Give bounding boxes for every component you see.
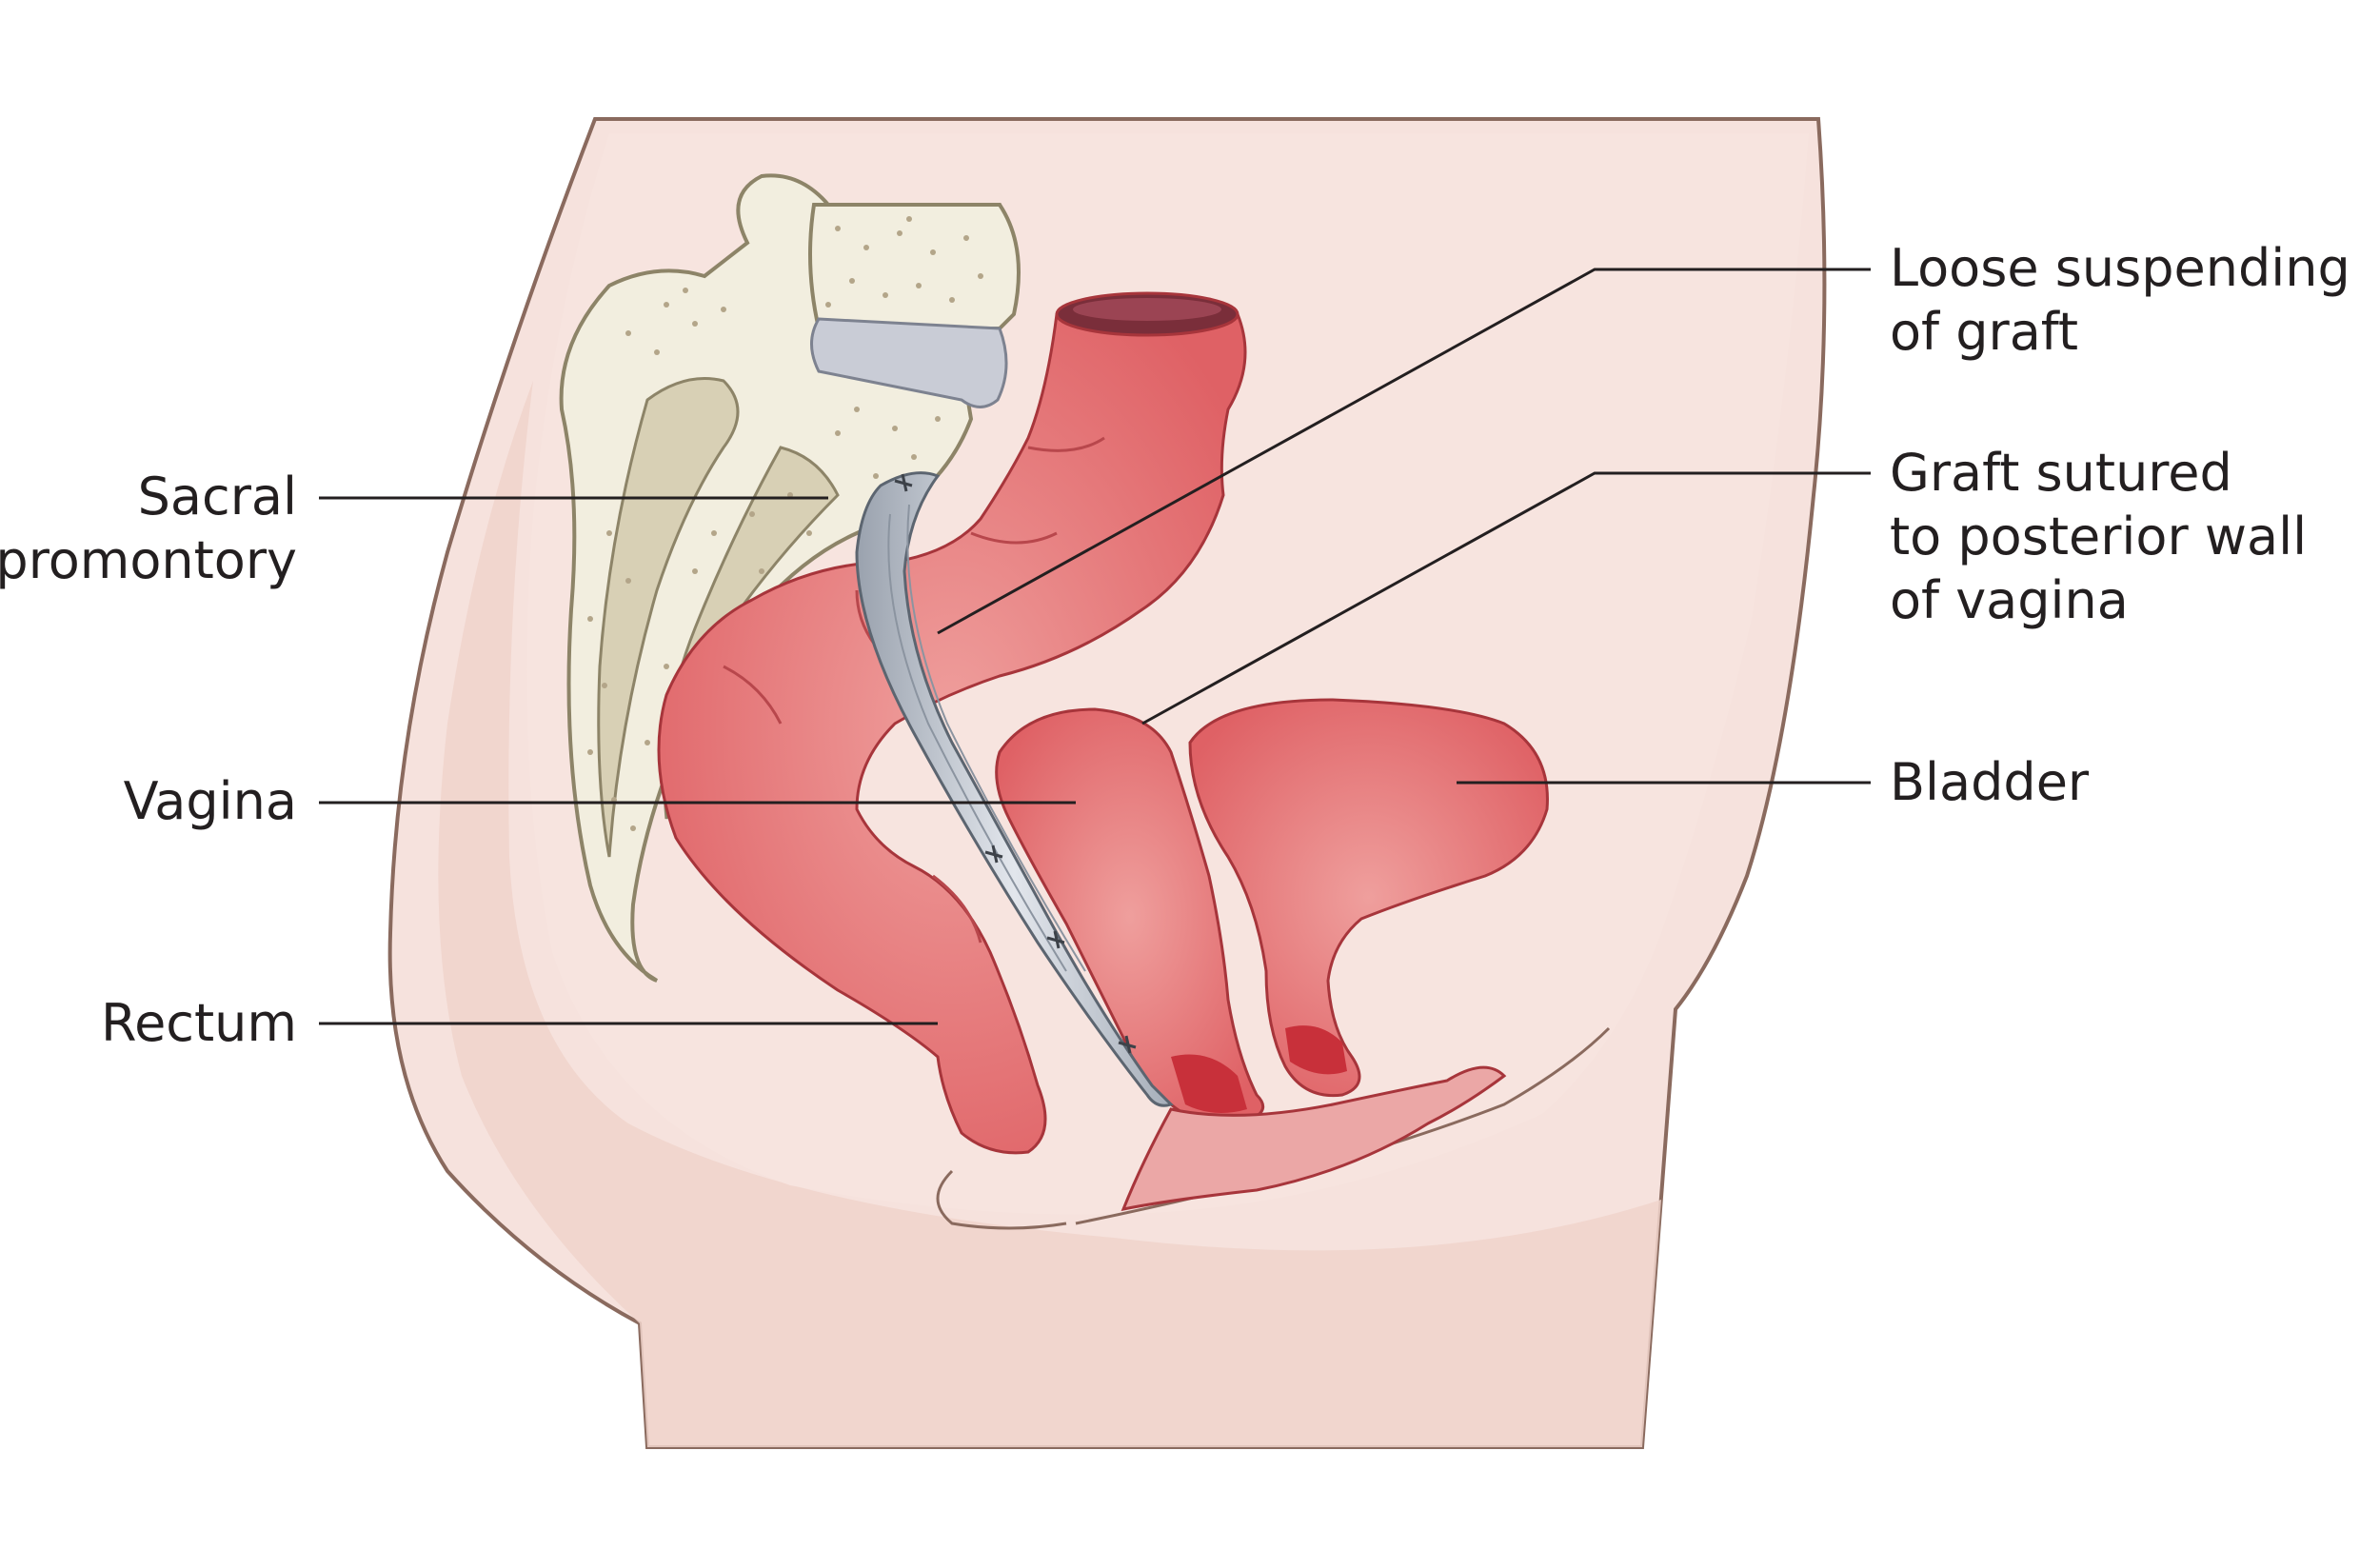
graft-sutures bbox=[894, 473, 1137, 1054]
colon-body bbox=[657, 300, 1247, 1155]
suture-2 bbox=[984, 845, 1003, 864]
vagina bbox=[995, 707, 1265, 1126]
label-loose-suspending-line-2: of graft bbox=[1890, 302, 2078, 362]
label-graft-sutured-line-1: Graft sutured bbox=[1890, 443, 2232, 503]
leader-lines bbox=[319, 268, 1871, 1025]
label-graft-sutured-line-3: of vagina bbox=[1890, 570, 2129, 630]
label-loose-suspending-line-1: Loose suspending bbox=[1890, 238, 2350, 298]
graft bbox=[855, 471, 1174, 1107]
suture-3 bbox=[1046, 930, 1065, 949]
label-sacral-promontory-line-1: Sacral bbox=[138, 467, 297, 527]
label-vagina: Vagina bbox=[124, 771, 297, 831]
bladder-body bbox=[1188, 698, 1549, 1098]
intervertebral-disc bbox=[810, 317, 1008, 408]
vagina-opening bbox=[1171, 1054, 1247, 1113]
bone-stipple bbox=[587, 216, 983, 831]
label-graft-sutured-line-2: to posterior wall bbox=[1890, 507, 2307, 566]
leader-loose-suspending bbox=[937, 268, 1871, 635]
gluteal-fold bbox=[936, 1169, 1067, 1230]
colon-haustra bbox=[723, 436, 1105, 944]
buttock-shade bbox=[438, 381, 1661, 1447]
vertebra-body bbox=[808, 203, 1021, 330]
label-rectum: Rectum bbox=[101, 993, 297, 1053]
suture-1 bbox=[894, 473, 913, 492]
perineal-tissue bbox=[1121, 1065, 1507, 1212]
label-bladder: Bladder bbox=[1890, 752, 2090, 812]
suture-4 bbox=[1118, 1035, 1137, 1054]
colon-lumen-rim bbox=[1073, 298, 1221, 321]
rectum-colon bbox=[657, 291, 1247, 1155]
label-sacral-promontory-line-2: promontory bbox=[0, 530, 297, 590]
urethra-opening bbox=[1285, 1025, 1347, 1075]
labels: Sacral promontory Vagina Rectum Loose su… bbox=[0, 238, 2350, 1053]
graft-fibers bbox=[887, 504, 1086, 972]
vagina-body bbox=[995, 707, 1265, 1126]
bladder bbox=[1188, 698, 1549, 1098]
leader-graft-sutured bbox=[1141, 471, 1871, 725]
